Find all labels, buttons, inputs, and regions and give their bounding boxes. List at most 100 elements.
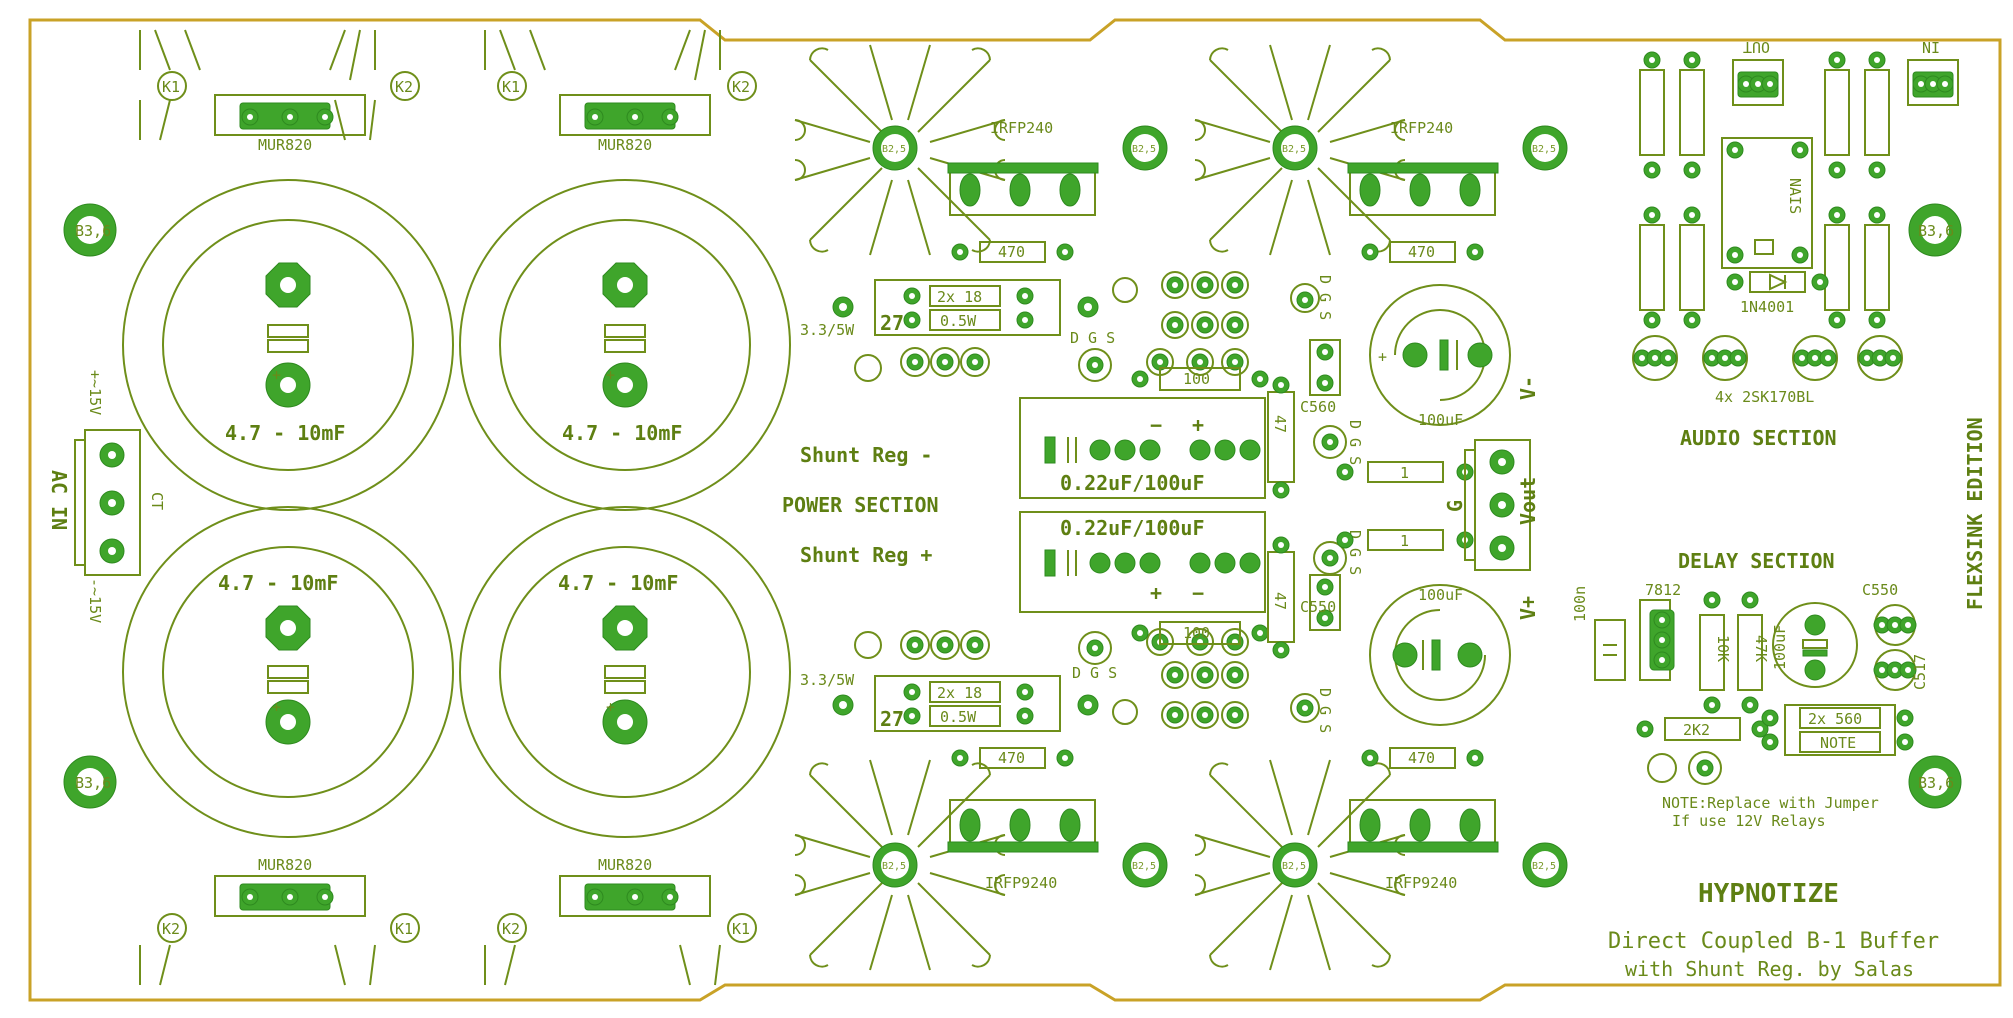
main-capacitor-2: + 4.7 - 10mF bbox=[459, 179, 791, 511]
mount-hole-bottom-left: B3,6 bbox=[63, 755, 117, 809]
note-line-1: NOTE:Replace with Jumper bbox=[1662, 794, 1879, 812]
svg-text:D G S: D G S bbox=[1316, 688, 1334, 733]
svg-text:D G S: D G S bbox=[1316, 275, 1334, 320]
audio-section-label: AUDIO SECTION bbox=[1680, 426, 1837, 450]
r2x560-label: 2x 560 bbox=[1808, 710, 1862, 728]
svg-text:−: − bbox=[1150, 413, 1162, 437]
r10k-label: 10K bbox=[1714, 635, 1732, 662]
svg-text:47: 47 bbox=[1271, 592, 1289, 610]
rectifier-heatsink-bottom-right: K2 K1 MUR820 bbox=[484, 856, 757, 986]
shunt-reg-plus-label: Shunt Reg + bbox=[800, 543, 932, 567]
diode-label: 1N4001 bbox=[1740, 298, 1794, 316]
svg-text:B3,6: B3,6 bbox=[75, 222, 111, 240]
board-outline bbox=[28, 18, 2002, 1002]
vplus-label: V+ bbox=[1516, 596, 1540, 620]
in-label: IN bbox=[1922, 38, 1940, 56]
svg-text:B2,5: B2,5 bbox=[882, 861, 906, 872]
output-resistors: 1 1 bbox=[1336, 461, 1474, 551]
cap-plus-label: + bbox=[272, 366, 281, 384]
mur820-label-3: MUR820 bbox=[258, 856, 312, 874]
r2k2-label: 2K2 bbox=[1683, 721, 1710, 739]
cap-main-label-2: 4.7 - 10mF bbox=[562, 421, 682, 445]
r470-label-3: 470 bbox=[998, 749, 1025, 767]
irfp9240-label-2: IRFP9240 bbox=[1385, 874, 1457, 892]
svg-text:0.5W: 0.5W bbox=[940, 312, 977, 330]
ct-label: CT bbox=[148, 492, 166, 510]
svg-text:47: 47 bbox=[1271, 415, 1289, 433]
output-cap-lower: D G S C550 D G S 100uF bbox=[1290, 530, 1511, 733]
svg-text:K1: K1 bbox=[395, 920, 413, 938]
delay-section-label: DELAY SECTION bbox=[1678, 549, 1835, 573]
svg-text:B2,5: B2,5 bbox=[1532, 861, 1556, 872]
bypass-cap-label-1: 0.22uF/100uF bbox=[1060, 471, 1205, 495]
svg-text:+: + bbox=[1192, 413, 1204, 437]
svg-text:B3,6: B3,6 bbox=[1918, 222, 1954, 240]
svg-text:+: + bbox=[1150, 581, 1162, 605]
bypass-cap-label-2: 0.22uF/100uF bbox=[1060, 516, 1205, 540]
svg-text:2x 18: 2x 18 bbox=[937, 684, 982, 702]
mosfet-heatsink-4: B2,5 B2,5 IRFP9240 470 bbox=[1194, 747, 1568, 971]
mount-hole-top-left: B3,6 bbox=[63, 203, 117, 257]
mount-hole-bottom-right: B3,6 bbox=[1908, 755, 1962, 809]
irfp240-label-2: IRFP240 bbox=[1390, 119, 1453, 137]
svg-text:K2: K2 bbox=[162, 920, 180, 938]
svg-text:B2,5: B2,5 bbox=[882, 144, 906, 155]
audio-section: OUT IN NAIS 1N4001 4x 2SK170BL AUDIO SEC… bbox=[1632, 38, 1959, 450]
shunt-upper-resistor-block: 2x 18 0.5W 27 3.3/5W bbox=[800, 279, 1099, 382]
ac-plus15-label: +~15V bbox=[86, 370, 104, 415]
svg-text:B2,5: B2,5 bbox=[1132, 861, 1156, 872]
main-capacitor-1: + 4.7 - 10mF bbox=[122, 179, 454, 511]
board-subtitle-2: with Shunt Reg. by Salas bbox=[1625, 957, 1914, 981]
transistor-cluster-upper: D G S 100 bbox=[1070, 271, 1269, 391]
reg7812-label: 7812 bbox=[1645, 581, 1681, 599]
svg-text:D G S: D G S bbox=[1346, 420, 1364, 465]
c517-label: C517 bbox=[1911, 654, 1929, 690]
power-section-label: POWER SECTION bbox=[782, 493, 939, 517]
vminus-label: V- bbox=[1516, 376, 1540, 400]
flexsink-edition-label: FLEXSINK EDITION bbox=[1963, 417, 1987, 610]
c550-delay-label: C550 bbox=[1862, 581, 1898, 599]
c100uf-label-1: 100uF bbox=[1418, 411, 1463, 429]
output-connector: V- Vout V+ G bbox=[1443, 376, 1540, 620]
svg-text:K1: K1 bbox=[732, 920, 750, 938]
r100-label-1: 100 bbox=[1183, 370, 1210, 388]
mosfet-heatsink-1: B2,5 B2,5 IRFP240 470 bbox=[794, 44, 1168, 263]
mount-hole-top-right: B3,6 bbox=[1908, 203, 1962, 257]
cap-main-label-3: 4.7 - 10mF bbox=[218, 571, 338, 595]
svg-text:K1: K1 bbox=[502, 78, 520, 96]
r100-label-2: 100 bbox=[1183, 624, 1210, 642]
r470-label-1: 470 bbox=[998, 243, 1025, 261]
svg-text:B2,5: B2,5 bbox=[1282, 144, 1306, 155]
out-label: OUT bbox=[1743, 38, 1770, 56]
rectifier-heatsink-top-left: K1 K2 MUR820 bbox=[139, 29, 420, 154]
svg-text:K1: K1 bbox=[162, 78, 180, 96]
svg-text:1: 1 bbox=[1400, 464, 1409, 482]
cap-main-label-1: 4.7 - 10mF bbox=[225, 421, 345, 445]
jfet-label: 4x 2SK170BL bbox=[1715, 388, 1814, 406]
irfp9240-label-1: IRFP9240 bbox=[985, 874, 1057, 892]
board-subtitle-1: Direct Coupled B-1 Buffer bbox=[1608, 929, 1939, 954]
bypass-cap-lower: +− 0.22uF/100uF 47 bbox=[1019, 511, 1295, 659]
svg-text:B2,5: B2,5 bbox=[1132, 144, 1156, 155]
r470-label-2: 470 bbox=[1408, 243, 1435, 261]
r47k-label: 47K bbox=[1752, 635, 1770, 662]
shunt-lower-resistor-block: 2x 18 0.5W 27 3.3/5W bbox=[800, 630, 1099, 732]
g-label: G bbox=[1443, 500, 1467, 512]
svg-text:D G S: D G S bbox=[1070, 329, 1115, 347]
svg-text:1: 1 bbox=[1400, 532, 1409, 550]
rectifier-heatsink-bottom-left: K2 K1 MUR820 bbox=[139, 856, 420, 986]
svg-text:D G S: D G S bbox=[1072, 664, 1117, 682]
note-line-2: If use 12V Relays bbox=[1672, 812, 1826, 830]
svg-text:27: 27 bbox=[880, 707, 904, 731]
shunt-reg-minus-label: Shunt Reg - bbox=[800, 443, 932, 467]
svg-text:+: + bbox=[1378, 348, 1387, 366]
svg-text:K2: K2 bbox=[502, 920, 520, 938]
svg-text:+: + bbox=[606, 698, 615, 716]
delay-section: DELAY SECTION 7812 100n 10K 47K 100uF C5… bbox=[1571, 549, 1929, 830]
note-short-label: NOTE bbox=[1820, 734, 1856, 752]
svg-text:B3,6: B3,6 bbox=[1918, 774, 1954, 792]
c100uf-delay-label: 100uF bbox=[1771, 625, 1789, 670]
vout-label: Vout bbox=[1516, 477, 1540, 525]
mosfet-heatsink-3: B2,5 B2,5 IRFP9240 470 bbox=[794, 747, 1168, 971]
svg-text:B2,5: B2,5 bbox=[1532, 144, 1556, 155]
